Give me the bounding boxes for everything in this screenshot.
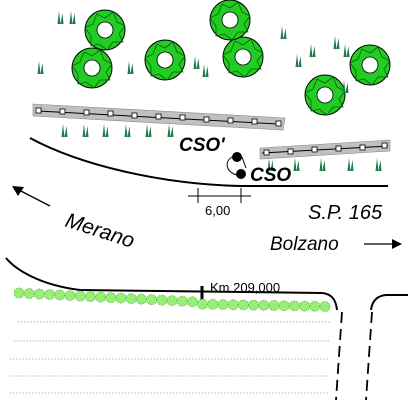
- hedge-bush-icon: [74, 290, 86, 302]
- side-road-edge: [370, 294, 408, 311]
- tree-crown-icon: [144, 39, 186, 81]
- hedge-bush-icon: [319, 301, 331, 312]
- shrub-tuft-icon: [342, 80, 349, 93]
- hedge-bush-icon: [166, 295, 178, 307]
- hedge-bush-icon: [207, 298, 219, 310]
- shrub-tuft-icon: [280, 26, 287, 39]
- hedge-bush-icon: [288, 300, 300, 312]
- hedge-bush-icon: [278, 300, 290, 312]
- shrub-tuft-icon: [319, 158, 326, 171]
- shrub-tuft-icon: [37, 61, 44, 74]
- dimension-line: [188, 188, 251, 203]
- hedge-bush-icon: [309, 300, 321, 312]
- shrub-tuft-icon: [343, 44, 350, 57]
- hedge-bush-icon: [156, 294, 168, 306]
- hedge-row: [13, 287, 331, 312]
- shrub-tuft-icon: [82, 124, 89, 137]
- distance-label: 6,00: [205, 203, 230, 218]
- hedge-bush-icon: [125, 293, 137, 305]
- hedge-bush-icon: [146, 294, 158, 306]
- hedge-bush-icon: [217, 299, 229, 310]
- shrub-tuft-icon: [57, 11, 64, 24]
- hedge-bush-icon: [95, 291, 106, 303]
- shrub-tuft-icon: [127, 61, 134, 74]
- shrub-tuft-icon: [202, 64, 209, 77]
- road-edge-north: [29, 137, 388, 187]
- hedge-bush-icon: [44, 289, 55, 300]
- shrub-tuft-icon: [167, 124, 174, 137]
- point-cso-label: CSO: [250, 165, 291, 186]
- hedge-bush-icon: [23, 288, 35, 299]
- point-cso-prime-label: CSO': [179, 135, 226, 156]
- hedge-bush-icon: [64, 290, 76, 302]
- direction-left-label: Merano: [62, 209, 137, 253]
- tree-group: [71, 0, 391, 116]
- hedge-bush-icon: [258, 299, 270, 311]
- measurement-points: [226, 152, 247, 179]
- shrub-tuft-icon: [124, 124, 131, 137]
- hedge-bush-icon: [85, 291, 96, 303]
- parking-lines: [10, 321, 330, 394]
- guardrail-upper: [32, 103, 286, 131]
- guardrail-right: [259, 139, 391, 160]
- hedge-bush-icon: [54, 289, 66, 301]
- shrub-tuft-icon: [61, 124, 68, 137]
- hedge-bush-icon: [237, 299, 249, 311]
- point-cso-prime-marker: [232, 152, 242, 162]
- shrub-tuft-icon: [293, 158, 300, 171]
- hedge-bush-icon: [227, 299, 239, 311]
- hedge-bush-icon: [186, 296, 198, 308]
- hedge-bush-icon: [105, 292, 117, 304]
- hedge-bush-icon: [34, 288, 45, 300]
- hedge-bush-icon: [197, 298, 209, 310]
- tree-crown-icon: [209, 0, 251, 41]
- shrub-tuft-icon: [145, 124, 152, 137]
- tree-crown-icon: [304, 74, 346, 116]
- tree-crown-icon: [222, 36, 264, 78]
- shrub-tuft-icon: [333, 36, 340, 49]
- shrub-tuft-icon: [375, 158, 382, 171]
- shrub-tuft-icon: [69, 11, 76, 24]
- point-cso-marker: [236, 169, 246, 179]
- tree-crown-icon: [71, 47, 113, 89]
- hedge-bush-icon: [115, 292, 127, 304]
- shrub-tuft-icon: [347, 158, 354, 171]
- arrow-left-icon: [12, 186, 51, 207]
- arrow-right-icon: [364, 239, 402, 249]
- shrub-tuft-icon: [102, 124, 109, 137]
- road-edge-south: [5, 257, 338, 311]
- hedge-bush-icon: [135, 293, 147, 305]
- hedge-bush-icon: [176, 295, 188, 307]
- road-name-label: S.P. 165: [308, 202, 383, 224]
- hedge-bush-icon: [13, 287, 25, 299]
- hedge-bush-icon: [268, 300, 280, 311]
- shrub-tuft-icon: [193, 56, 200, 69]
- hedge-bush-icon: [248, 299, 260, 311]
- tree-crown-icon: [84, 9, 126, 51]
- side-road: [335, 311, 373, 401]
- shrub-tuft-icon: [295, 54, 302, 67]
- tree-crown-icon: [349, 44, 391, 86]
- direction-right-label: Bolzano: [270, 234, 339, 255]
- shrub-tuft-icon: [309, 44, 316, 57]
- kilometer-label: Km 209,000: [210, 280, 280, 295]
- hedge-bush-icon: [299, 300, 311, 312]
